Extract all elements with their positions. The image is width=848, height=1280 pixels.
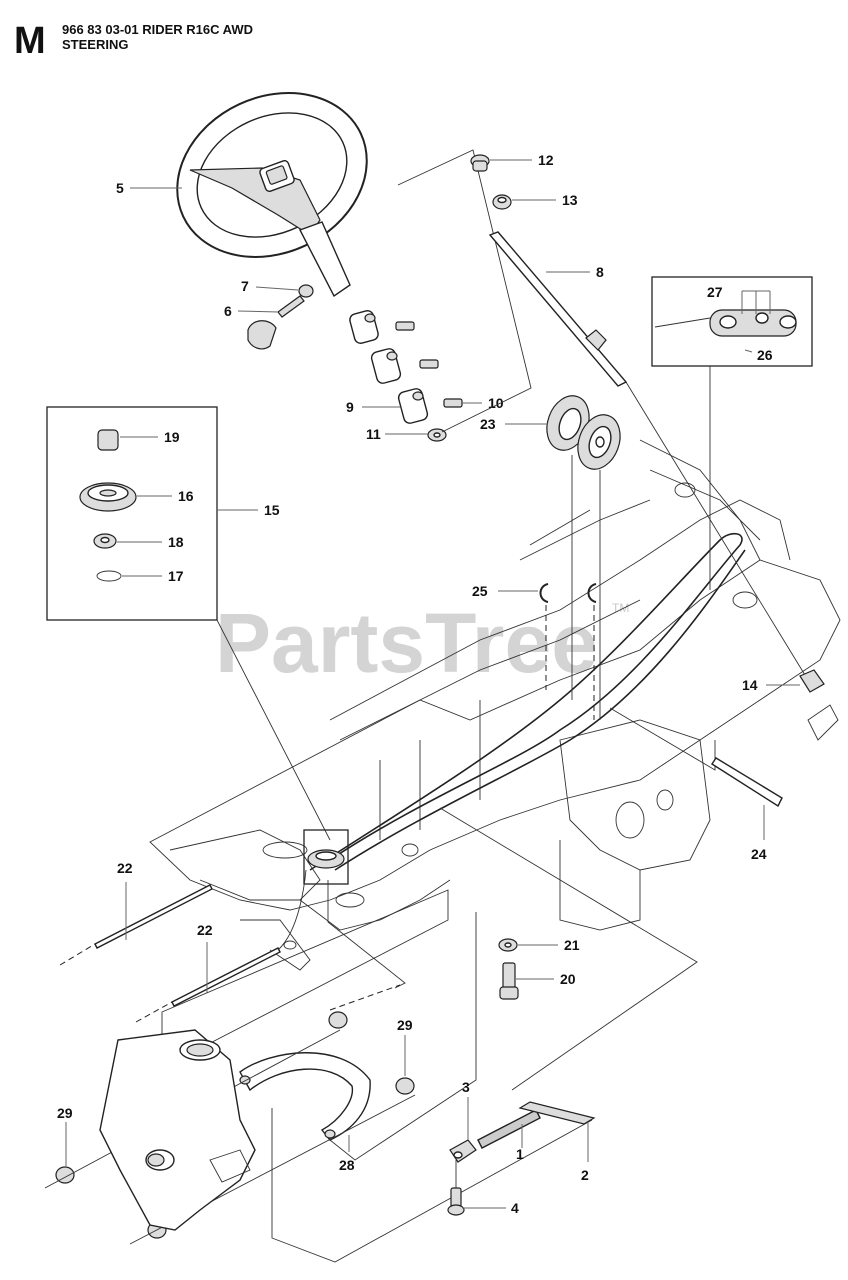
chassis-frame [149, 439, 841, 971]
pulley-location-box [303, 829, 349, 885]
part-28-bracket [239, 1052, 371, 1152]
callout-22-b: 22 [197, 922, 213, 938]
callout-3: 3 [462, 1079, 470, 1095]
part-14-bolt [766, 669, 825, 693]
part-11-washer [385, 428, 447, 442]
part-13-bushing [492, 194, 556, 210]
part-26-chain-link [654, 309, 797, 353]
callout-2: 2 [581, 1167, 589, 1183]
detail-box-26 [651, 276, 813, 367]
part-7-nut [255, 284, 314, 298]
callout-8: 8 [596, 264, 604, 280]
callout-7: 7 [241, 278, 249, 294]
part-20-bolt [499, 962, 554, 1000]
callout-15: 15 [264, 502, 280, 518]
callout-1: 1 [516, 1146, 524, 1162]
section-title: STEERING [62, 37, 128, 52]
callout-28: 28 [339, 1157, 355, 1173]
part-2-plate [518, 1101, 596, 1162]
callout-4: 4 [511, 1200, 519, 1216]
callout-11: 11 [366, 426, 381, 442]
callout-12: 12 [538, 152, 554, 168]
callout-9: 9 [346, 399, 354, 415]
callout-18: 18 [168, 534, 184, 550]
column-explode-bracket [397, 149, 532, 433]
part-16-pulley [79, 482, 172, 512]
callout-5: 5 [116, 180, 124, 196]
callout-24: 24 [751, 846, 767, 862]
part-10-set-screws [395, 321, 482, 408]
steering-cap [247, 320, 277, 350]
part-3-link [449, 1097, 477, 1163]
callout-20: 20 [560, 971, 576, 987]
callout-21: 21 [564, 937, 580, 953]
part-12-bushing [470, 154, 532, 172]
part-1-spring [477, 1109, 541, 1149]
part-9-couplers [349, 310, 429, 424]
callout-27: 27 [707, 284, 723, 300]
part-6-bolt [237, 295, 305, 318]
callout-23: 23 [480, 416, 496, 432]
part-8-steering-shaft [488, 231, 628, 387]
part-17-snap-ring [96, 570, 162, 582]
steering-cable [309, 532, 746, 871]
callout-16: 16 [178, 488, 194, 504]
part-22-cable-end-a [59, 882, 213, 966]
part-23-pulleys [505, 395, 621, 470]
callout-17: 17 [168, 568, 184, 584]
part-25-clips [498, 583, 597, 720]
callout-19: 19 [164, 429, 180, 445]
callout-6: 6 [224, 303, 232, 319]
callout-14: 14 [742, 677, 758, 693]
part-4-bolt [447, 1160, 506, 1216]
detail-box-15 [46, 406, 218, 621]
callout-29-a: 29 [397, 1017, 413, 1033]
part-22-cable-end-b [135, 869, 307, 1023]
callout-29-b: 29 [57, 1105, 73, 1121]
steering-arm-casting [99, 1029, 256, 1231]
part-19-screw [97, 429, 158, 451]
model-line: 966 83 03-01 RIDER R16C AWD [62, 22, 253, 37]
part-18-bearing [93, 533, 162, 549]
callout-13: 13 [562, 192, 578, 208]
watermark: PartsTree [215, 596, 598, 690]
callout-25: 25 [472, 583, 488, 599]
callout-26: 26 [757, 347, 773, 363]
section-letter: M [14, 20, 46, 62]
part-27-pins [741, 290, 771, 314]
part-21-washer [498, 938, 558, 952]
part-24-pivot-shaft [609, 707, 783, 840]
part-5-steering-wheel [130, 92, 368, 298]
callout-22-a: 22 [117, 860, 133, 876]
